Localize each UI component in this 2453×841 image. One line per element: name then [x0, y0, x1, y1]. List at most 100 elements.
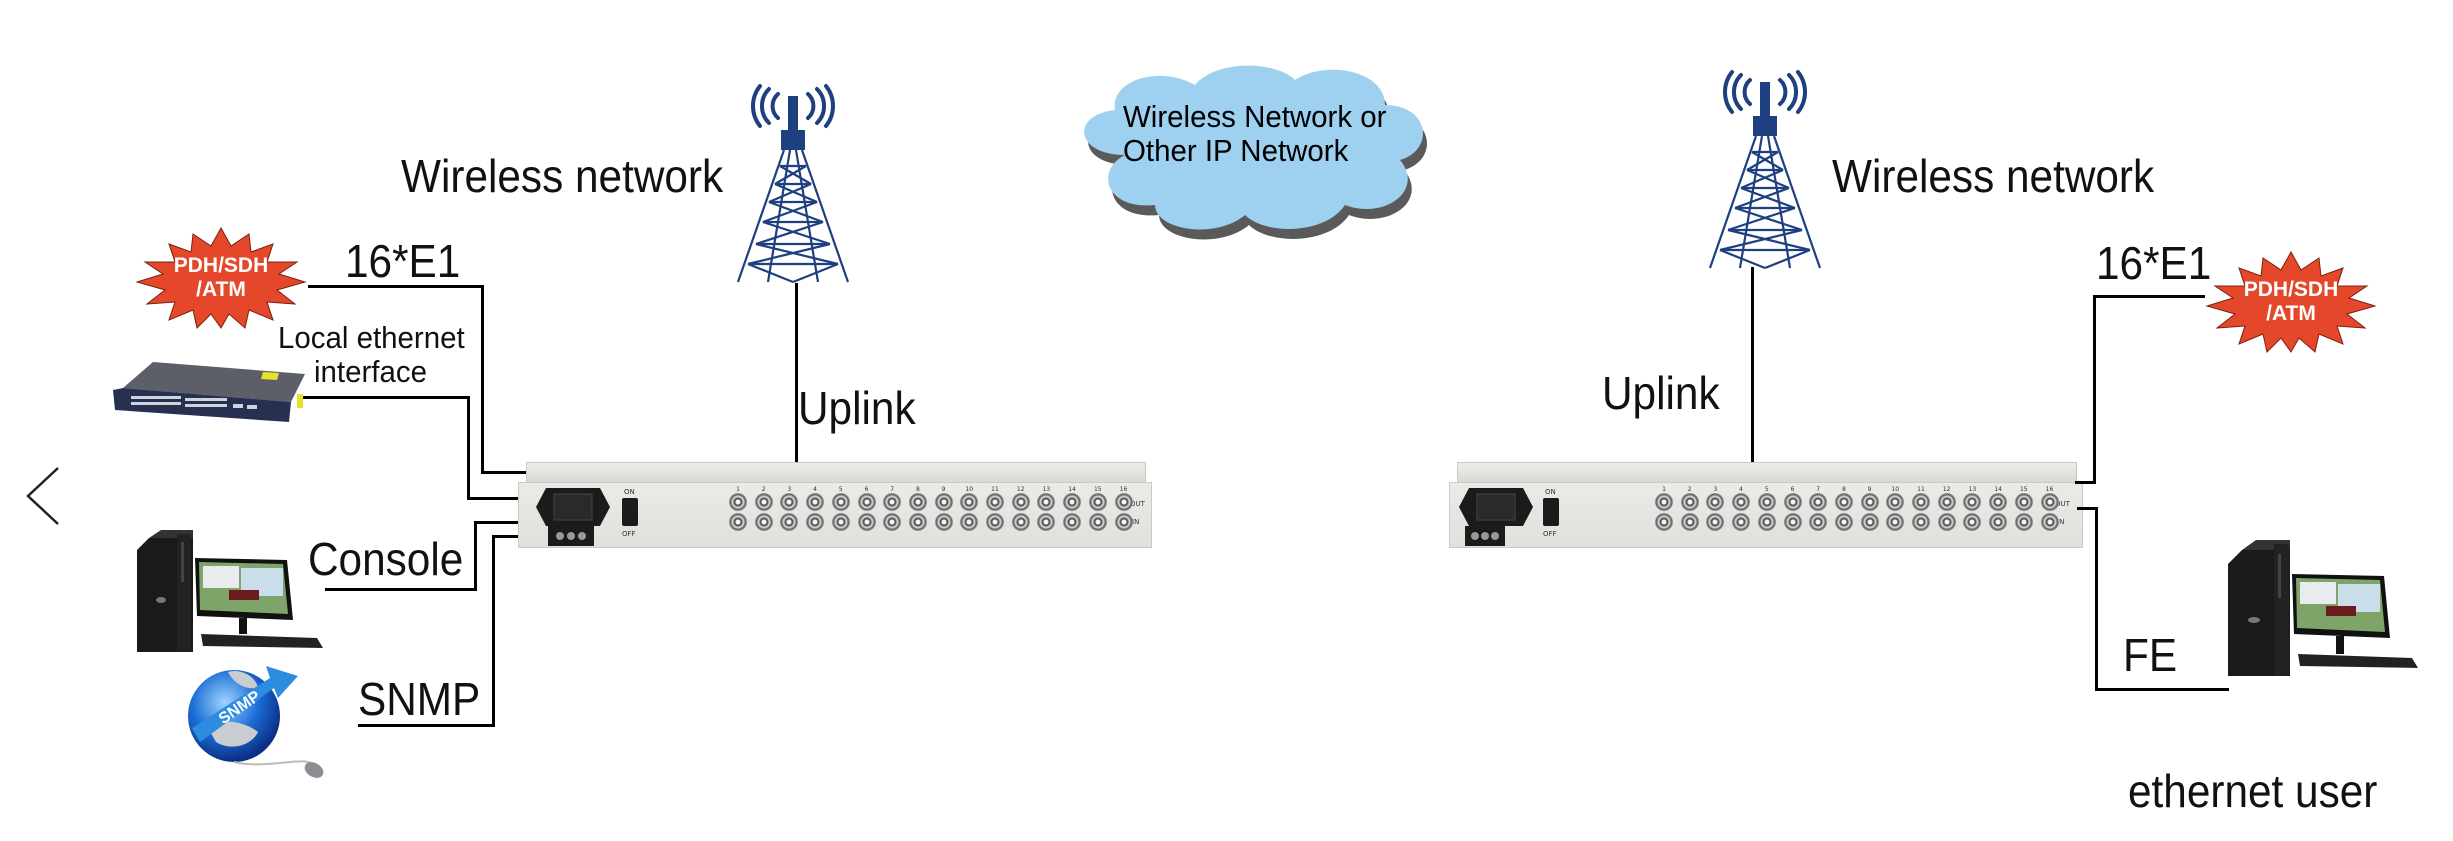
bnc-port-in [1963, 513, 1982, 531]
right-pdh-label-line2: /ATM [2266, 302, 2316, 325]
port-number-label: 11 [991, 486, 999, 493]
right-e1-wire-v [2093, 295, 2096, 484]
bnc-port-out [831, 493, 850, 511]
power-socket-icon [1459, 488, 1533, 526]
port-number-label: 16 [1119, 486, 1128, 493]
left-e1-wire-v [481, 285, 484, 474]
port-number-label: 4 [813, 486, 817, 493]
port-number-label: 15 [1093, 486, 1102, 493]
bnc-port-out [1912, 493, 1930, 511]
snmp-manager: SNMP [188, 658, 358, 783]
bnc-port-in [754, 513, 773, 531]
port-number-label: 4 [1739, 486, 1743, 493]
bnc-port-out [1783, 493, 1802, 511]
port-number-label: 6 [864, 486, 869, 493]
bnc-port-out [1037, 493, 1056, 511]
right-pdh-label: PDH/SDH /ATM [2221, 278, 2361, 326]
bnc-port-out [1706, 493, 1725, 511]
power-on-label: ON [1545, 488, 1556, 496]
bnc-port-in [806, 513, 825, 531]
ip-network-cloud: Wireless Network or Other IP Network [1065, 60, 1445, 250]
power-off-label: OFF [622, 530, 636, 538]
starburst-icon [2205, 250, 2377, 353]
bnc-port-out [1963, 493, 1982, 511]
bnc-port-out [1834, 493, 1853, 511]
port-number-label: 14 [1068, 486, 1076, 493]
ethernet-user-label: ethernet user [2128, 765, 2378, 817]
bnc-port-out [883, 493, 902, 511]
bnc-port-in [1989, 513, 2008, 531]
bnc-port-out [1937, 493, 1956, 511]
snmp-globe-icon: SNMP [188, 666, 324, 778]
network-switch-icon [113, 362, 305, 422]
starburst-icon [135, 226, 307, 329]
bnc-port-in [831, 513, 850, 531]
snmp-wire-h2 [358, 724, 495, 727]
radio-tower-icon [736, 84, 850, 284]
local-ethernet-wire-h2 [467, 497, 533, 500]
right-pdh-label-line1: PDH/SDH [2243, 278, 2339, 301]
radio-tower-icon [1708, 70, 1822, 270]
bnc-port-in [2014, 513, 2033, 531]
port-number-label: 3 [787, 486, 792, 493]
ethernet-user-pc [2228, 540, 2418, 680]
local-ethernet-label-line2: interface [314, 354, 427, 389]
bnc-port-out [2040, 493, 2059, 511]
right-wireless-network-label: Wireless network [1832, 150, 2155, 202]
port-number-label: 1 [736, 486, 740, 493]
bnc-port-out [1757, 493, 1776, 511]
left-pdh-label: PDH/SDH /ATM [151, 254, 291, 302]
bnc-port-in [1088, 513, 1107, 531]
console-wire-h2 [325, 588, 477, 591]
bnc-port-out [1655, 493, 1673, 511]
port-number-label: 10 [1891, 486, 1900, 493]
port-number-label: 5 [838, 486, 843, 493]
left-wireless-tower [728, 84, 858, 286]
bnc-port-out [1063, 493, 1082, 511]
bnc-port-out [1732, 493, 1751, 511]
bnc-port-in [1706, 513, 1725, 531]
bnc-port-in [1912, 513, 1930, 531]
cloud-label-line1: Wireless Network or [1123, 99, 1387, 134]
bnc-port-in [1732, 513, 1751, 531]
right-wireless-tower [1700, 70, 1830, 272]
left-uplink-label: Uplink [798, 382, 916, 434]
row-in-label: IN [1132, 518, 1140, 526]
power-socket-icon [536, 488, 610, 526]
local-ethernet-label-line1: Local ethernet [278, 320, 465, 355]
bnc-port-in [1655, 513, 1673, 531]
left-uplink-wire [795, 283, 798, 465]
port-number-label: 16 [2045, 486, 2054, 493]
cloud-label: Wireless Network or Other IP Network [1123, 100, 1386, 168]
fe-wire-h1 [2077, 507, 2098, 510]
right-e1-wire-h2 [2093, 295, 2205, 298]
port-number-label: 2 [1687, 486, 1692, 493]
bnc-port-out [908, 493, 927, 511]
bnc-port-in [857, 513, 876, 531]
left-wireless-network-label: Wireless network [401, 150, 724, 202]
bnc-port-out [1088, 493, 1107, 511]
fe-wire-h2 [2095, 688, 2229, 691]
port-number-label: 14 [1994, 486, 2002, 493]
power-on-label: ON [624, 488, 635, 496]
bnc-port-in [1809, 513, 1828, 531]
bnc-port-out [1809, 493, 1828, 511]
snmp-wire-h1 [492, 535, 518, 538]
port-number-label: 8 [915, 486, 920, 493]
bnc-port-out [1011, 493, 1030, 511]
bnc-port-in [1063, 513, 1082, 531]
bnc-port-out [1886, 493, 1905, 511]
port-number-label: 7 [890, 486, 895, 493]
bnc-port-in [883, 513, 902, 531]
previous-slide-button[interactable] [24, 466, 64, 526]
port-number-label: 13 [1968, 486, 1977, 493]
port-number-label: 1 [1662, 486, 1666, 493]
bnc-port-in [1937, 513, 1956, 531]
bnc-port-in [1834, 513, 1853, 531]
row-in-label: IN [2057, 518, 2065, 526]
port-number-label: 6 [1790, 486, 1795, 493]
port-number-label: 10 [965, 486, 974, 493]
row-out-label: OUT [2055, 500, 2070, 508]
port-number-label: 12 [1942, 486, 1951, 493]
